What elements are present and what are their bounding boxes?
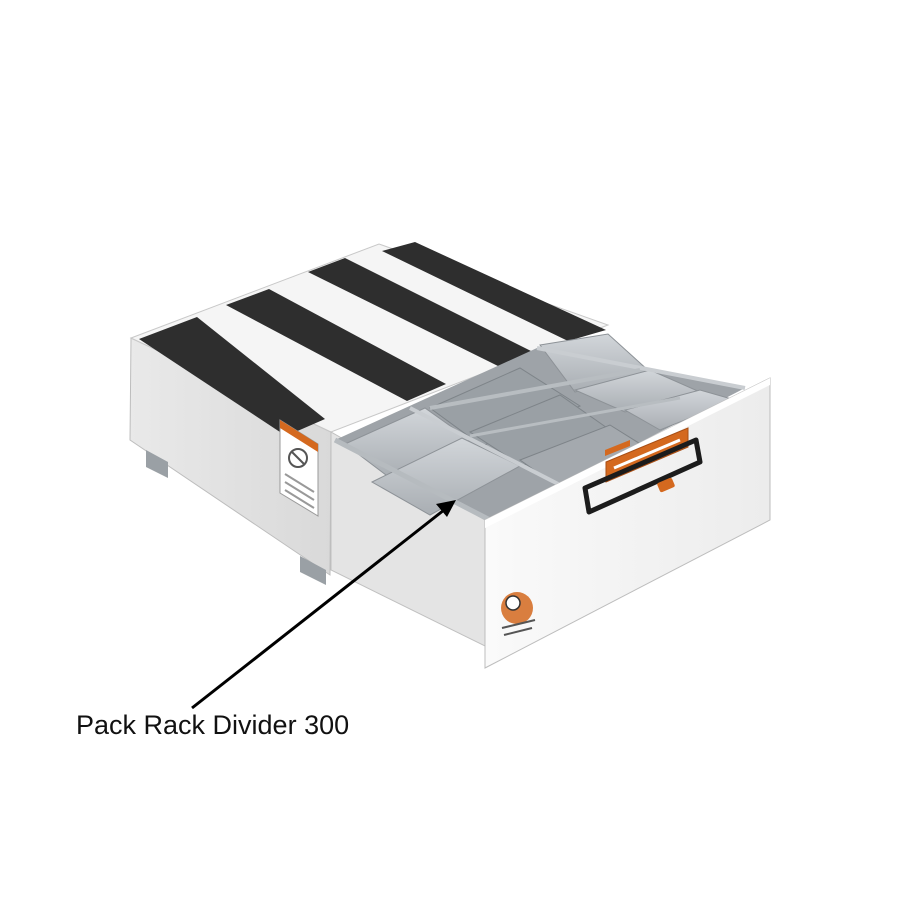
mascot-decal-icon	[501, 592, 536, 636]
drawer	[330, 333, 771, 669]
grip-strip-3	[308, 258, 533, 366]
grip-strip-2	[226, 289, 446, 401]
warning-label-icon	[279, 419, 319, 517]
grip-strip-4	[382, 242, 606, 341]
drawer-handle	[582, 437, 703, 515]
callout-arrow	[191, 500, 456, 710]
callout-caption: Pack Rack Divider 300	[76, 710, 350, 740]
cabinet-foot-right	[300, 556, 326, 585]
grip-strip-1	[139, 317, 325, 436]
cabinet-foot-left	[146, 450, 168, 478]
cabinet	[129, 242, 610, 585]
bin-dividers	[333, 333, 746, 523]
